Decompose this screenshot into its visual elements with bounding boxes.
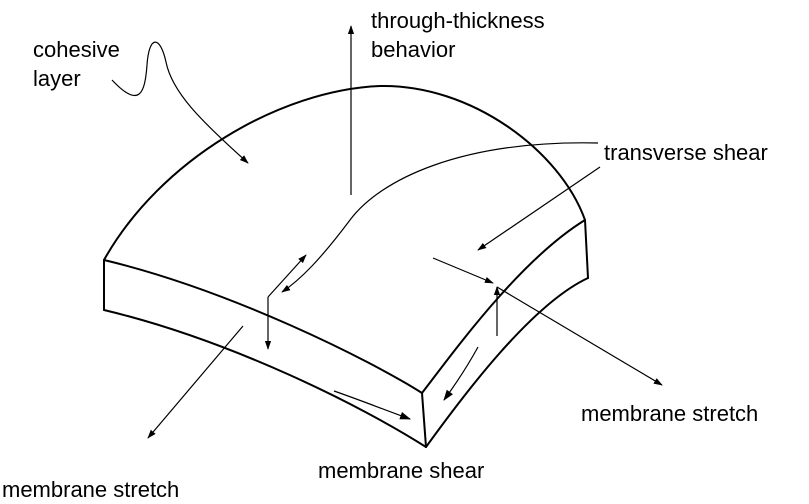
membrane-shear-label: membrane shear — [318, 458, 484, 483]
transverse-shear-leader-arrow-2 — [477, 166, 601, 251]
transverse-shear-leader-arrow-1 — [281, 142, 599, 293]
slab-top-far-edge — [103, 84, 586, 261]
slab-right-vertical-edge — [584, 219, 589, 279]
curved-slab — [103, 84, 589, 448]
slab-top-near-left-edge — [103, 259, 423, 394]
membrane-stretch-left-label: membrane stretch — [2, 477, 179, 502]
slab-corner-vertical-edge — [421, 392, 427, 448]
membrane-shear-front-arrow — [333, 390, 412, 420]
membrane-shear-side-arrow — [443, 346, 479, 401]
cohesive-layer-label-line2: layer — [33, 66, 81, 91]
top-shear-arrow-left — [267, 254, 307, 298]
slab-bottom-right-edge — [425, 277, 589, 448]
transverse-shear-label: transverse shear — [604, 140, 768, 165]
top-shear-arrow-right — [432, 257, 494, 284]
cohesive-layer-leader-arrow — [111, 41, 249, 164]
through-thickness-label-line1: through-thickness — [371, 8, 545, 33]
through-thickness-label-line2: behavior — [371, 37, 455, 62]
membrane-stretch-right-arrow — [496, 286, 663, 386]
cohesive-layer-label-line1: cohesive — [33, 37, 120, 62]
slab-top-near-right-edge — [421, 219, 586, 394]
membrane-stretch-right-label: membrane stretch — [581, 401, 758, 426]
slab-bottom-left-edge — [103, 309, 427, 448]
membrane-stretch-left-arrow — [147, 325, 244, 439]
